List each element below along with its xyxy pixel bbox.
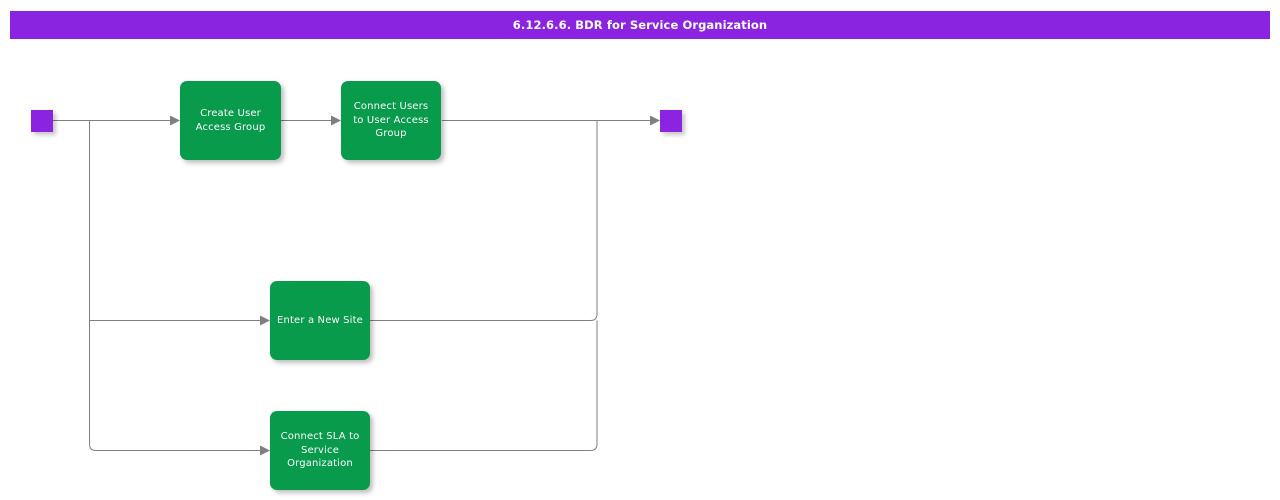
node-connect-users-to-user-access-group[interactable]: Connect Users to User Access Group xyxy=(341,81,441,160)
arrowhead-enter-a-new-site xyxy=(260,315,270,326)
edge-branch-trunk xyxy=(89,120,260,451)
arrowhead-connect-sla-to-service-organization xyxy=(260,445,270,456)
arrowhead-create-user-access-group xyxy=(170,115,180,126)
node-enter-a-new-site[interactable]: Enter a New Site xyxy=(270,281,370,360)
end-terminal[interactable] xyxy=(660,110,682,132)
node-label-connect-users-to-user-access-group: Connect Users to User Access Group xyxy=(353,101,429,140)
node-label-create-user-access-group: Create User Access Group xyxy=(195,108,266,133)
node-label-enter-a-new-site: Enter a New Site xyxy=(277,314,363,326)
page-title: 6.12.6.6. BDR for Service Organization xyxy=(512,18,768,32)
page-title-bar: 6.12.6.6. BDR for Service Organization xyxy=(10,11,1270,39)
start-terminal[interactable] xyxy=(31,110,53,132)
edge-connect-sla-to-merge xyxy=(370,320,598,451)
node-create-user-access-group[interactable]: Create User Access Group xyxy=(180,81,281,160)
node-label-connect-sla-to-service-organization: Connect SLA to Service Organization xyxy=(280,431,360,470)
arrowhead-end-terminal xyxy=(650,115,660,126)
node-connect-sla-to-service-organization[interactable]: Connect SLA to Service Organization xyxy=(270,411,370,490)
arrowhead-connect-users xyxy=(331,115,341,126)
